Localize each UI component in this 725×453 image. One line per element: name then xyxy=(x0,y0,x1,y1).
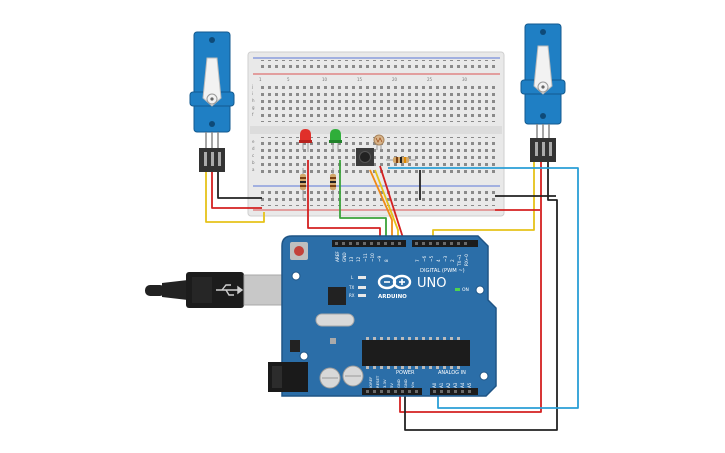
red-led-resistor[interactable] xyxy=(300,168,306,200)
svg-text:1: 1 xyxy=(259,77,262,82)
crystal-oscillator xyxy=(315,313,355,327)
svg-text:b: b xyxy=(252,160,255,165)
servo-left-screw-icon xyxy=(209,37,215,43)
svg-text:j: j xyxy=(251,84,253,89)
svg-text:A5: A5 xyxy=(467,382,472,388)
svg-text:IOREF: IOREF xyxy=(368,377,373,388)
arduino-uno[interactable]: AREF GND 13 12 ~11 ~10 ~9 8 7 ~6 ~5 4 ~3… xyxy=(268,235,497,397)
led-tx xyxy=(358,286,366,289)
svg-text:~5: ~5 xyxy=(429,255,434,262)
usb-chip xyxy=(328,287,346,305)
servo-left[interactable] xyxy=(189,31,235,172)
top-power-rail xyxy=(258,60,496,72)
button-power-wire[interactable] xyxy=(379,165,406,245)
atmega-chip xyxy=(362,340,470,366)
usb-icon xyxy=(216,284,244,296)
svg-text:~9: ~9 xyxy=(377,255,382,262)
svg-text:20: 20 xyxy=(392,77,398,82)
svg-text:i: i xyxy=(252,91,253,96)
digital-label: DIGITAL (PWM ~) xyxy=(420,268,465,274)
svg-text:A1: A1 xyxy=(439,382,444,388)
svg-text:h: h xyxy=(252,98,255,103)
right-servo-ground-wire[interactable] xyxy=(404,162,558,431)
digital-pin-labels: AREF GND 13 12 ~11 ~10 ~9 8 7 ~6 ~5 4 ~3… xyxy=(335,251,469,267)
svg-text:e: e xyxy=(252,139,255,144)
uno-label: UNO xyxy=(417,276,446,291)
svg-text:A0: A0 xyxy=(432,382,437,388)
svg-text:5: 5 xyxy=(287,77,290,82)
photoresistor[interactable] xyxy=(373,134,385,150)
wires xyxy=(205,160,579,431)
ldr-resistor[interactable] xyxy=(386,157,416,163)
svg-text:~6: ~6 xyxy=(422,255,427,262)
right-servo-power-wire[interactable] xyxy=(399,162,542,413)
svg-text:13: 13 xyxy=(349,256,354,262)
left-servo-power-wire[interactable] xyxy=(211,170,262,209)
digital-header-left xyxy=(332,240,406,247)
green-led[interactable] xyxy=(329,129,342,152)
svg-text:TX→1: TX→1 xyxy=(457,254,462,267)
svg-text:~10: ~10 xyxy=(370,253,375,262)
ldr-analog-wire[interactable] xyxy=(388,167,579,409)
svg-text:8: 8 xyxy=(384,259,389,262)
svg-text:GND: GND xyxy=(396,379,401,388)
svg-text:30: 30 xyxy=(462,77,468,82)
analog-pin-labels: A0 A1 A2 A3 A4 A5 xyxy=(432,382,472,388)
left-servo-signal-wire[interactable] xyxy=(205,170,265,223)
bottom-power-rail xyxy=(258,190,496,206)
svg-text:GND: GND xyxy=(342,252,347,262)
center-channel xyxy=(250,126,502,134)
green-led-wire[interactable] xyxy=(339,160,387,244)
analog-in-label: ANALOG IN xyxy=(438,370,466,376)
column-numbers: 1 5 10 15 20 25 30 xyxy=(259,77,468,82)
svg-text:A3: A3 xyxy=(453,382,458,388)
svg-text:~11: ~11 xyxy=(363,253,368,262)
svg-text:7: 7 xyxy=(415,259,420,262)
red-led[interactable] xyxy=(299,129,312,152)
green-led-resistor[interactable] xyxy=(330,168,336,200)
usb-cable[interactable] xyxy=(145,272,283,308)
svg-text:2: 2 xyxy=(450,259,455,262)
breadboard: 1 5 10 15 20 25 30 j i h g f e d c b a xyxy=(247,51,505,217)
svg-text:A2: A2 xyxy=(446,382,451,388)
svg-text:Vin: Vin xyxy=(410,381,415,388)
servo-right-screw-icon xyxy=(540,29,546,35)
svg-text:c: c xyxy=(252,153,254,158)
svg-text:3.3V: 3.3V xyxy=(382,379,387,388)
svg-text:GND: GND xyxy=(403,379,408,388)
servo-right[interactable] xyxy=(520,23,566,162)
led-rx xyxy=(358,294,366,297)
led-rx-label: RX xyxy=(349,293,355,298)
svg-text:AREF: AREF xyxy=(335,251,340,262)
svg-text:d: d xyxy=(252,146,255,151)
led-l-label: L xyxy=(351,275,354,280)
svg-text:4: 4 xyxy=(436,259,441,262)
on-label: ON xyxy=(462,287,469,293)
led-tx-label: TX xyxy=(348,285,354,290)
svg-text:g: g xyxy=(252,105,255,110)
arduino-wordmark: ARDUINO xyxy=(378,294,407,300)
power-pin-labels: IOREF RESET 3.3V 5V GND GND Vin xyxy=(368,375,415,388)
svg-text:25: 25 xyxy=(427,77,433,82)
svg-text:RESET: RESET xyxy=(375,375,380,388)
svg-text:5V: 5V xyxy=(389,383,394,388)
svg-text:15: 15 xyxy=(357,77,363,82)
svg-text:A4: A4 xyxy=(460,382,465,388)
power-label: POWER xyxy=(396,370,415,376)
top-terminal-strip xyxy=(258,82,496,122)
svg-text:a: a xyxy=(252,167,255,172)
left-servo-ground-wire[interactable] xyxy=(217,170,262,199)
svg-text:12: 12 xyxy=(356,256,361,262)
pushbutton[interactable] xyxy=(356,148,374,166)
svg-text:f: f xyxy=(252,112,254,117)
svg-text:~3: ~3 xyxy=(443,255,448,262)
power-header xyxy=(362,388,422,395)
svg-text:10: 10 xyxy=(322,77,328,82)
power-on-led xyxy=(455,288,460,291)
led-l xyxy=(358,276,366,279)
svg-text:RX←0: RX←0 xyxy=(464,254,469,266)
row-letters: j i h g f e d c b a xyxy=(251,84,255,172)
arduino-logo-icon xyxy=(377,274,412,290)
